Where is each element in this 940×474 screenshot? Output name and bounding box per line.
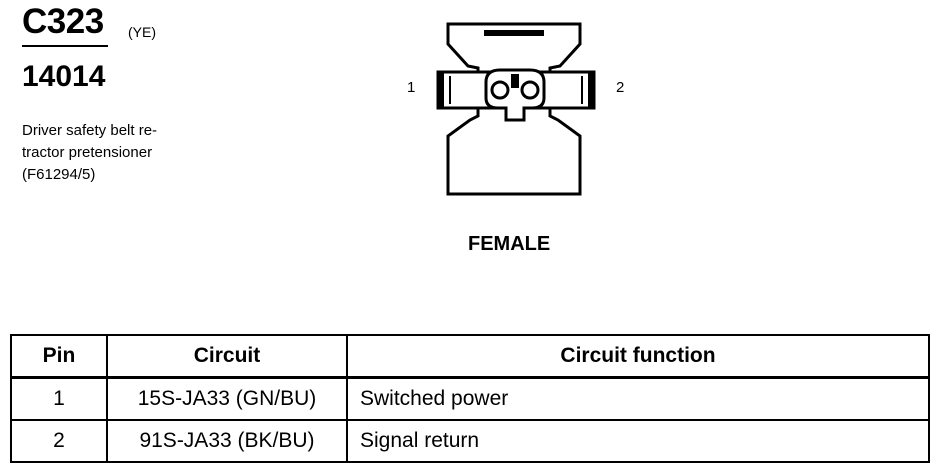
pin-cell: 2 (10, 419, 108, 463)
table-row: 2 91S-JA33 (BK/BU) Signal return (10, 419, 930, 463)
connector-face-diagram (436, 22, 596, 196)
pin-2-label: 2 (616, 79, 625, 96)
pin-2-cavity (520, 80, 540, 100)
connector-id-underline (22, 45, 108, 47)
circuit-cell: 15S-JA33 (GN/BU) (106, 376, 348, 421)
circuit-function-cell: Signal return (346, 419, 930, 463)
connector-id: C323 (22, 2, 104, 41)
color-code: (YE) (128, 24, 156, 40)
pin-1-label: 1 (407, 79, 416, 96)
pinout-table: Pin Circuit Circuit function 1 15S-JA33 … (10, 334, 930, 463)
band-right-cap (588, 72, 594, 108)
connector-gender-label: FEMALE (468, 233, 551, 255)
part-number: 14014 (22, 60, 106, 93)
table-row: 1 15S-JA33 (GN/BU) Switched power (10, 376, 930, 421)
connector-top-slot (484, 30, 544, 36)
pin-1-cavity (490, 80, 510, 100)
connector-description: Driver safety belt re- tractor pretensio… (22, 120, 157, 186)
description-line-1: Driver safety belt re- (22, 122, 158, 139)
header-circuit-function: Circuit function (346, 334, 930, 379)
header-pin: Pin (10, 334, 108, 379)
circuit-function-cell: Switched power (346, 376, 930, 421)
connector-lower-housing (446, 106, 582, 196)
header-circuit: Circuit (106, 334, 348, 379)
table-header-row: Pin Circuit Circuit function (10, 334, 930, 379)
circuit-cell: 91S-JA33 (BK/BU) (106, 419, 348, 463)
description-line-2: tractor pretensioner (22, 144, 153, 161)
description-line-3: (F61294/5) (22, 166, 96, 183)
terminal-key-notch (511, 74, 519, 88)
pin-cell: 1 (10, 376, 108, 421)
band-left-cap (438, 72, 444, 108)
